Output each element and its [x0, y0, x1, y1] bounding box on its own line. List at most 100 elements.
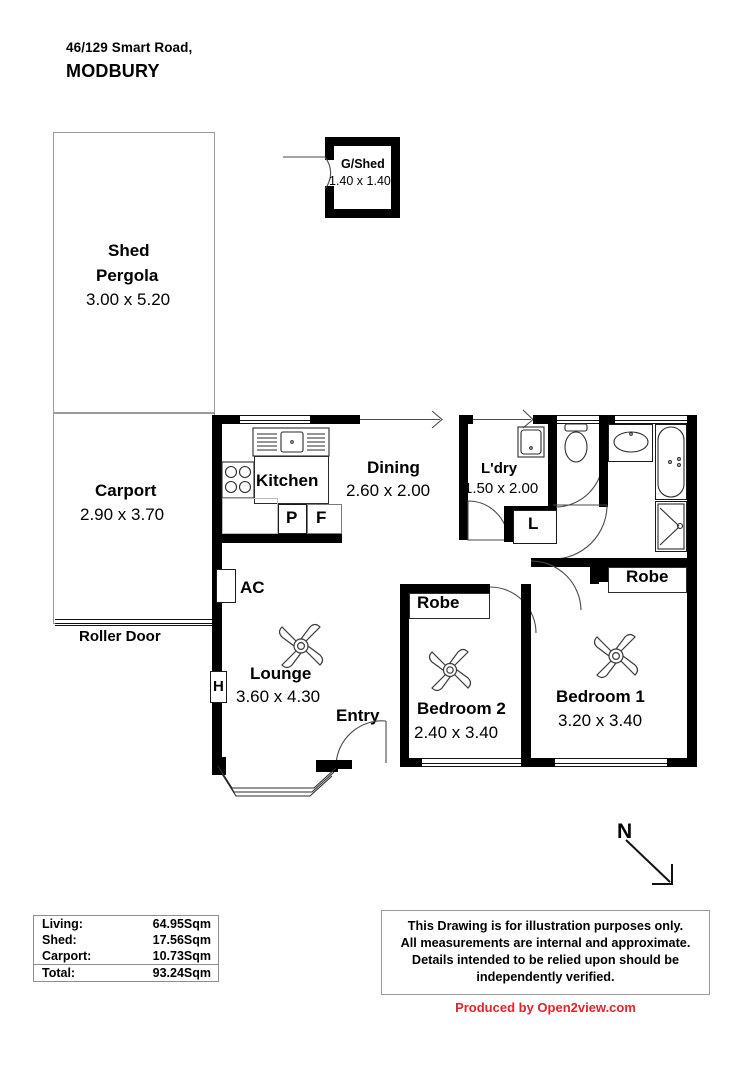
bedroom1-dimension: 3.20 x 3.40 [558, 711, 643, 730]
gshed-wall-top [325, 137, 400, 146]
shed-pergola-label-1: Shed [108, 241, 150, 260]
house-wall-top-kitchen-right [310, 415, 360, 424]
bathroom-door-swing [552, 504, 608, 560]
bedroom1-window [555, 758, 667, 767]
bathtub-icon [657, 426, 685, 498]
shed-pergola-label-2: Pergola [96, 266, 159, 285]
bathroom-wall-left [599, 415, 608, 507]
shed-pergola-outline [53, 132, 215, 413]
robe-bed1-wall-left [599, 558, 608, 582]
entry-label: Entry [336, 706, 380, 725]
gshed-wall-right [391, 137, 400, 218]
laundry-wall-top-right [533, 415, 557, 424]
bedroom1-wall-bottom-left [531, 758, 555, 767]
air-conditioner-unit [216, 569, 236, 603]
robe-bed2-outline [409, 593, 490, 619]
house-wall-top-left [212, 415, 240, 424]
kitchen-bench-left [222, 498, 278, 534]
laundry-dimension: 1.50 x 2.00 [464, 480, 539, 497]
house-wall-right [687, 415, 697, 767]
sliding-door-dining [360, 410, 443, 429]
robe-bed1-label: Robe [626, 567, 669, 586]
basin-icon [613, 431, 649, 453]
bedroom1-door-swing [530, 560, 582, 611]
laundry-trough-label: L [528, 514, 539, 533]
disclaimer-line-2: All measurements are internal and approx… [400, 936, 691, 950]
kitchen-wall-bottom [212, 534, 342, 543]
producer-credit: Produced by Open2view.com [455, 1000, 636, 1015]
bedroom1-label: Bedroom 1 [556, 687, 645, 706]
air-conditioner-label: AC [240, 578, 265, 597]
disclaimer-line-1: This Drawing is for illustration purpose… [407, 919, 684, 933]
kitchen-sink-icon [252, 427, 330, 457]
gshed-label: G/Shed [341, 157, 385, 171]
disclaimer-line-3: Details intended to be relied upon shoul… [411, 953, 680, 967]
robe-bed1-outline [608, 567, 687, 593]
fridge-label: F [316, 508, 327, 527]
shower-enclosure [655, 501, 687, 552]
north-label: N [617, 820, 633, 843]
carport-label: Carport [95, 481, 157, 500]
dining-label: Dining [367, 458, 420, 477]
area-total-value: 93.24Sqm [152, 966, 211, 980]
ceiling-fan-bedroom2-icon [428, 648, 472, 692]
ceiling-fan-lounge-icon [278, 623, 324, 669]
area-row-label: Carport: [42, 949, 92, 963]
table-row: Living: 64.95Sqm [34, 916, 218, 932]
bedroom2-label: Bedroom 2 [417, 699, 506, 718]
area-row-value: 17.56Sqm [152, 933, 211, 947]
gshed-wall-left-upper [325, 137, 334, 160]
area-row-label: Living: [42, 917, 83, 931]
laundry-sink-icon [517, 426, 545, 458]
laundry-wall-bottom-stub [504, 506, 513, 542]
gshed-dimension: 1.40 x 1.40 [329, 174, 391, 188]
bedroom2-wall-top [400, 584, 490, 593]
dining-dimension: 2.60 x 2.00 [346, 481, 431, 500]
table-row: Shed: 17.56Sqm [34, 932, 218, 948]
lounge-dimension: 3.60 x 4.30 [236, 687, 321, 706]
hall-wall-bedroom1-side [531, 558, 599, 567]
kitchen-label: Kitchen [256, 471, 319, 490]
kitchen-window [240, 415, 310, 424]
toilet-icon [564, 423, 588, 463]
area-summary-table: Living: 64.95Sqm Shed: 17.56Sqm Carport:… [33, 915, 219, 982]
heater-label: H [213, 678, 224, 695]
cooktop-icon [221, 461, 255, 499]
dining-laundry-divider-wall [459, 415, 468, 540]
entry-door-swing [335, 720, 387, 766]
bedroom2-dimension: 2.40 x 3.40 [414, 723, 499, 742]
lounge-bay-corner-left [212, 757, 226, 775]
area-row-label: Shed: [42, 933, 77, 947]
heater-unit [210, 671, 227, 703]
bedroom2-window [422, 758, 521, 767]
roller-door-label: Roller Door [79, 628, 161, 645]
toilet-wall-left [548, 415, 557, 507]
area-row-value: 10.73Sqm [152, 949, 211, 963]
ceiling-fan-bedroom1-icon [593, 633, 639, 679]
toilet-window [557, 415, 599, 424]
lounge-bay-window [217, 765, 337, 797]
bedroom2-wall-bottom-left [400, 758, 422, 767]
gshed-door-swing [283, 156, 332, 190]
bedroom2-wall-left [400, 584, 409, 767]
bedroom1-wall-bottom-right [667, 758, 697, 767]
laundry-trough-box [513, 510, 557, 544]
table-row-total: Total: 93.24Sqm [34, 964, 218, 981]
bedroom-divider-wall [521, 584, 531, 767]
area-total-label: Total: [42, 966, 76, 980]
disclaimer-box: This Drawing is for illustration purpose… [381, 910, 710, 995]
shower-icon [657, 503, 685, 550]
roller-door-opening [55, 619, 214, 626]
north-arrow-icon [625, 839, 673, 885]
vanity-counter [608, 424, 653, 462]
robe-bed2-label: Robe [417, 593, 460, 612]
shed-pergola-dimension: 3.00 x 5.20 [86, 290, 171, 309]
area-row-value: 64.95Sqm [152, 917, 211, 931]
lounge-label: Lounge [250, 664, 312, 683]
laundry-label: L'dry [481, 460, 518, 477]
address-line-1: 46/129 Smart Road, [66, 40, 193, 55]
kitchen-bench-outline [254, 456, 329, 504]
lounge-bay-corner-right [316, 760, 338, 772]
carport-dimension: 2.90 x 3.70 [80, 505, 165, 524]
